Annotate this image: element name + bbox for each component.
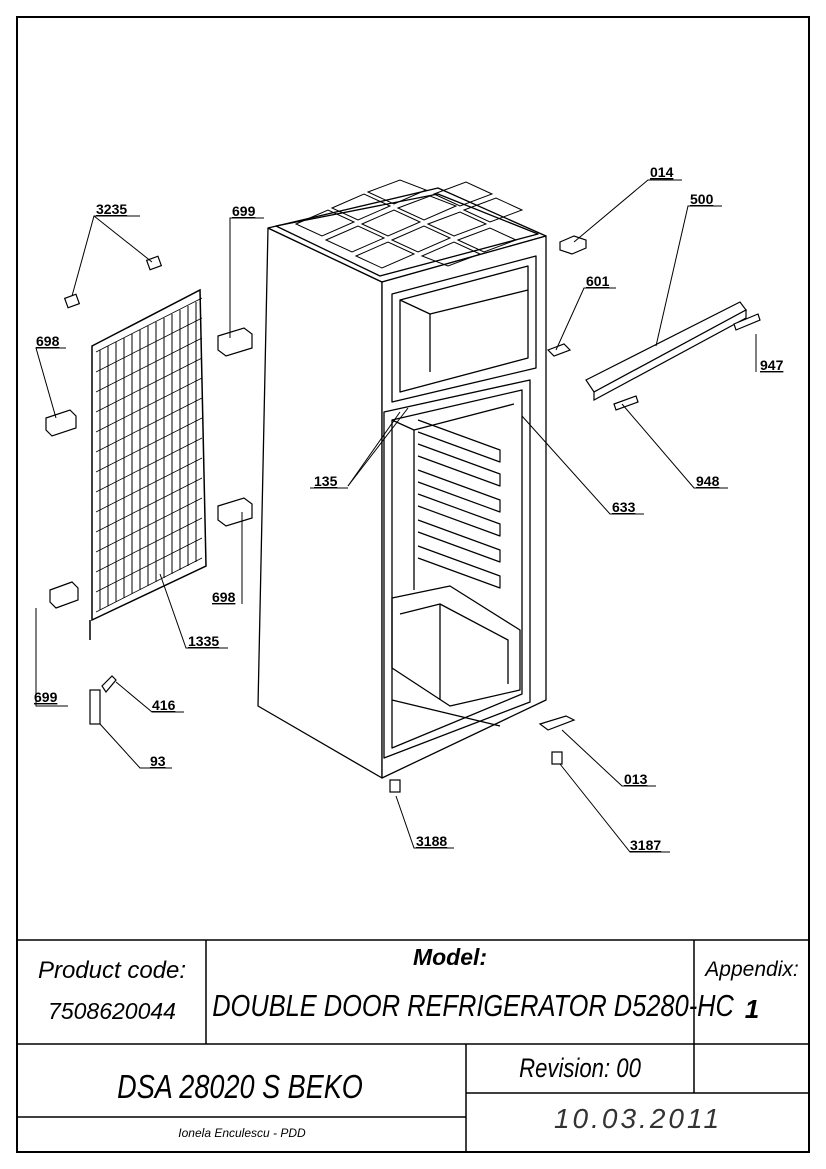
callout-93: 93 xyxy=(150,753,166,769)
callout-416: 416 xyxy=(152,697,176,713)
callout-699-left: 699 xyxy=(34,689,58,705)
callout-698-left: 698 xyxy=(36,333,60,349)
callout-013: 013 xyxy=(624,771,648,787)
condenser-coil xyxy=(89,288,207,640)
author-name: Ionela Enculescu - PDD xyxy=(178,1126,306,1140)
callout-500: 500 xyxy=(690,191,714,207)
model-label: Model: xyxy=(412,944,488,970)
callout-633: 633 xyxy=(612,499,636,515)
product-code-label: Product code: xyxy=(37,957,187,984)
refrigerator-cabinet xyxy=(257,187,547,779)
callout-699-top: 699 xyxy=(232,203,256,219)
model-value: DOUBLE DOOR REFRIGERATOR D5280-HC xyxy=(212,988,734,1023)
title-block-grid xyxy=(17,939,809,1152)
callout-947: 947 xyxy=(760,357,784,373)
callout-601: 601 xyxy=(586,273,610,289)
callout-labels: 3235 699 014 500 601 947 698 135 948 633… xyxy=(34,164,784,853)
callout-698-right: 698 xyxy=(212,589,236,605)
appendix-value: 1 xyxy=(744,994,760,1024)
sheet-border xyxy=(16,16,810,1153)
callout-014: 014 xyxy=(650,164,674,180)
callout-3187: 3187 xyxy=(630,837,661,853)
series-name: DSA 28020 S BEKO xyxy=(117,1068,363,1105)
appendix-label: Appendix: xyxy=(705,958,799,981)
product-code-value: 7508620044 xyxy=(48,998,176,1024)
callout-948: 948 xyxy=(696,473,720,489)
revision-date: 10.03.2011 xyxy=(553,1103,723,1134)
top-grid xyxy=(294,179,524,269)
callout-135: 135 xyxy=(314,473,338,489)
callout-3235: 3235 xyxy=(96,201,127,217)
callout-1335: 1335 xyxy=(188,633,219,649)
leader-lines xyxy=(35,179,757,853)
revision-label: Revision: 00 xyxy=(519,1053,641,1083)
callout-3188: 3188 xyxy=(416,833,447,849)
small-parts xyxy=(45,235,761,793)
